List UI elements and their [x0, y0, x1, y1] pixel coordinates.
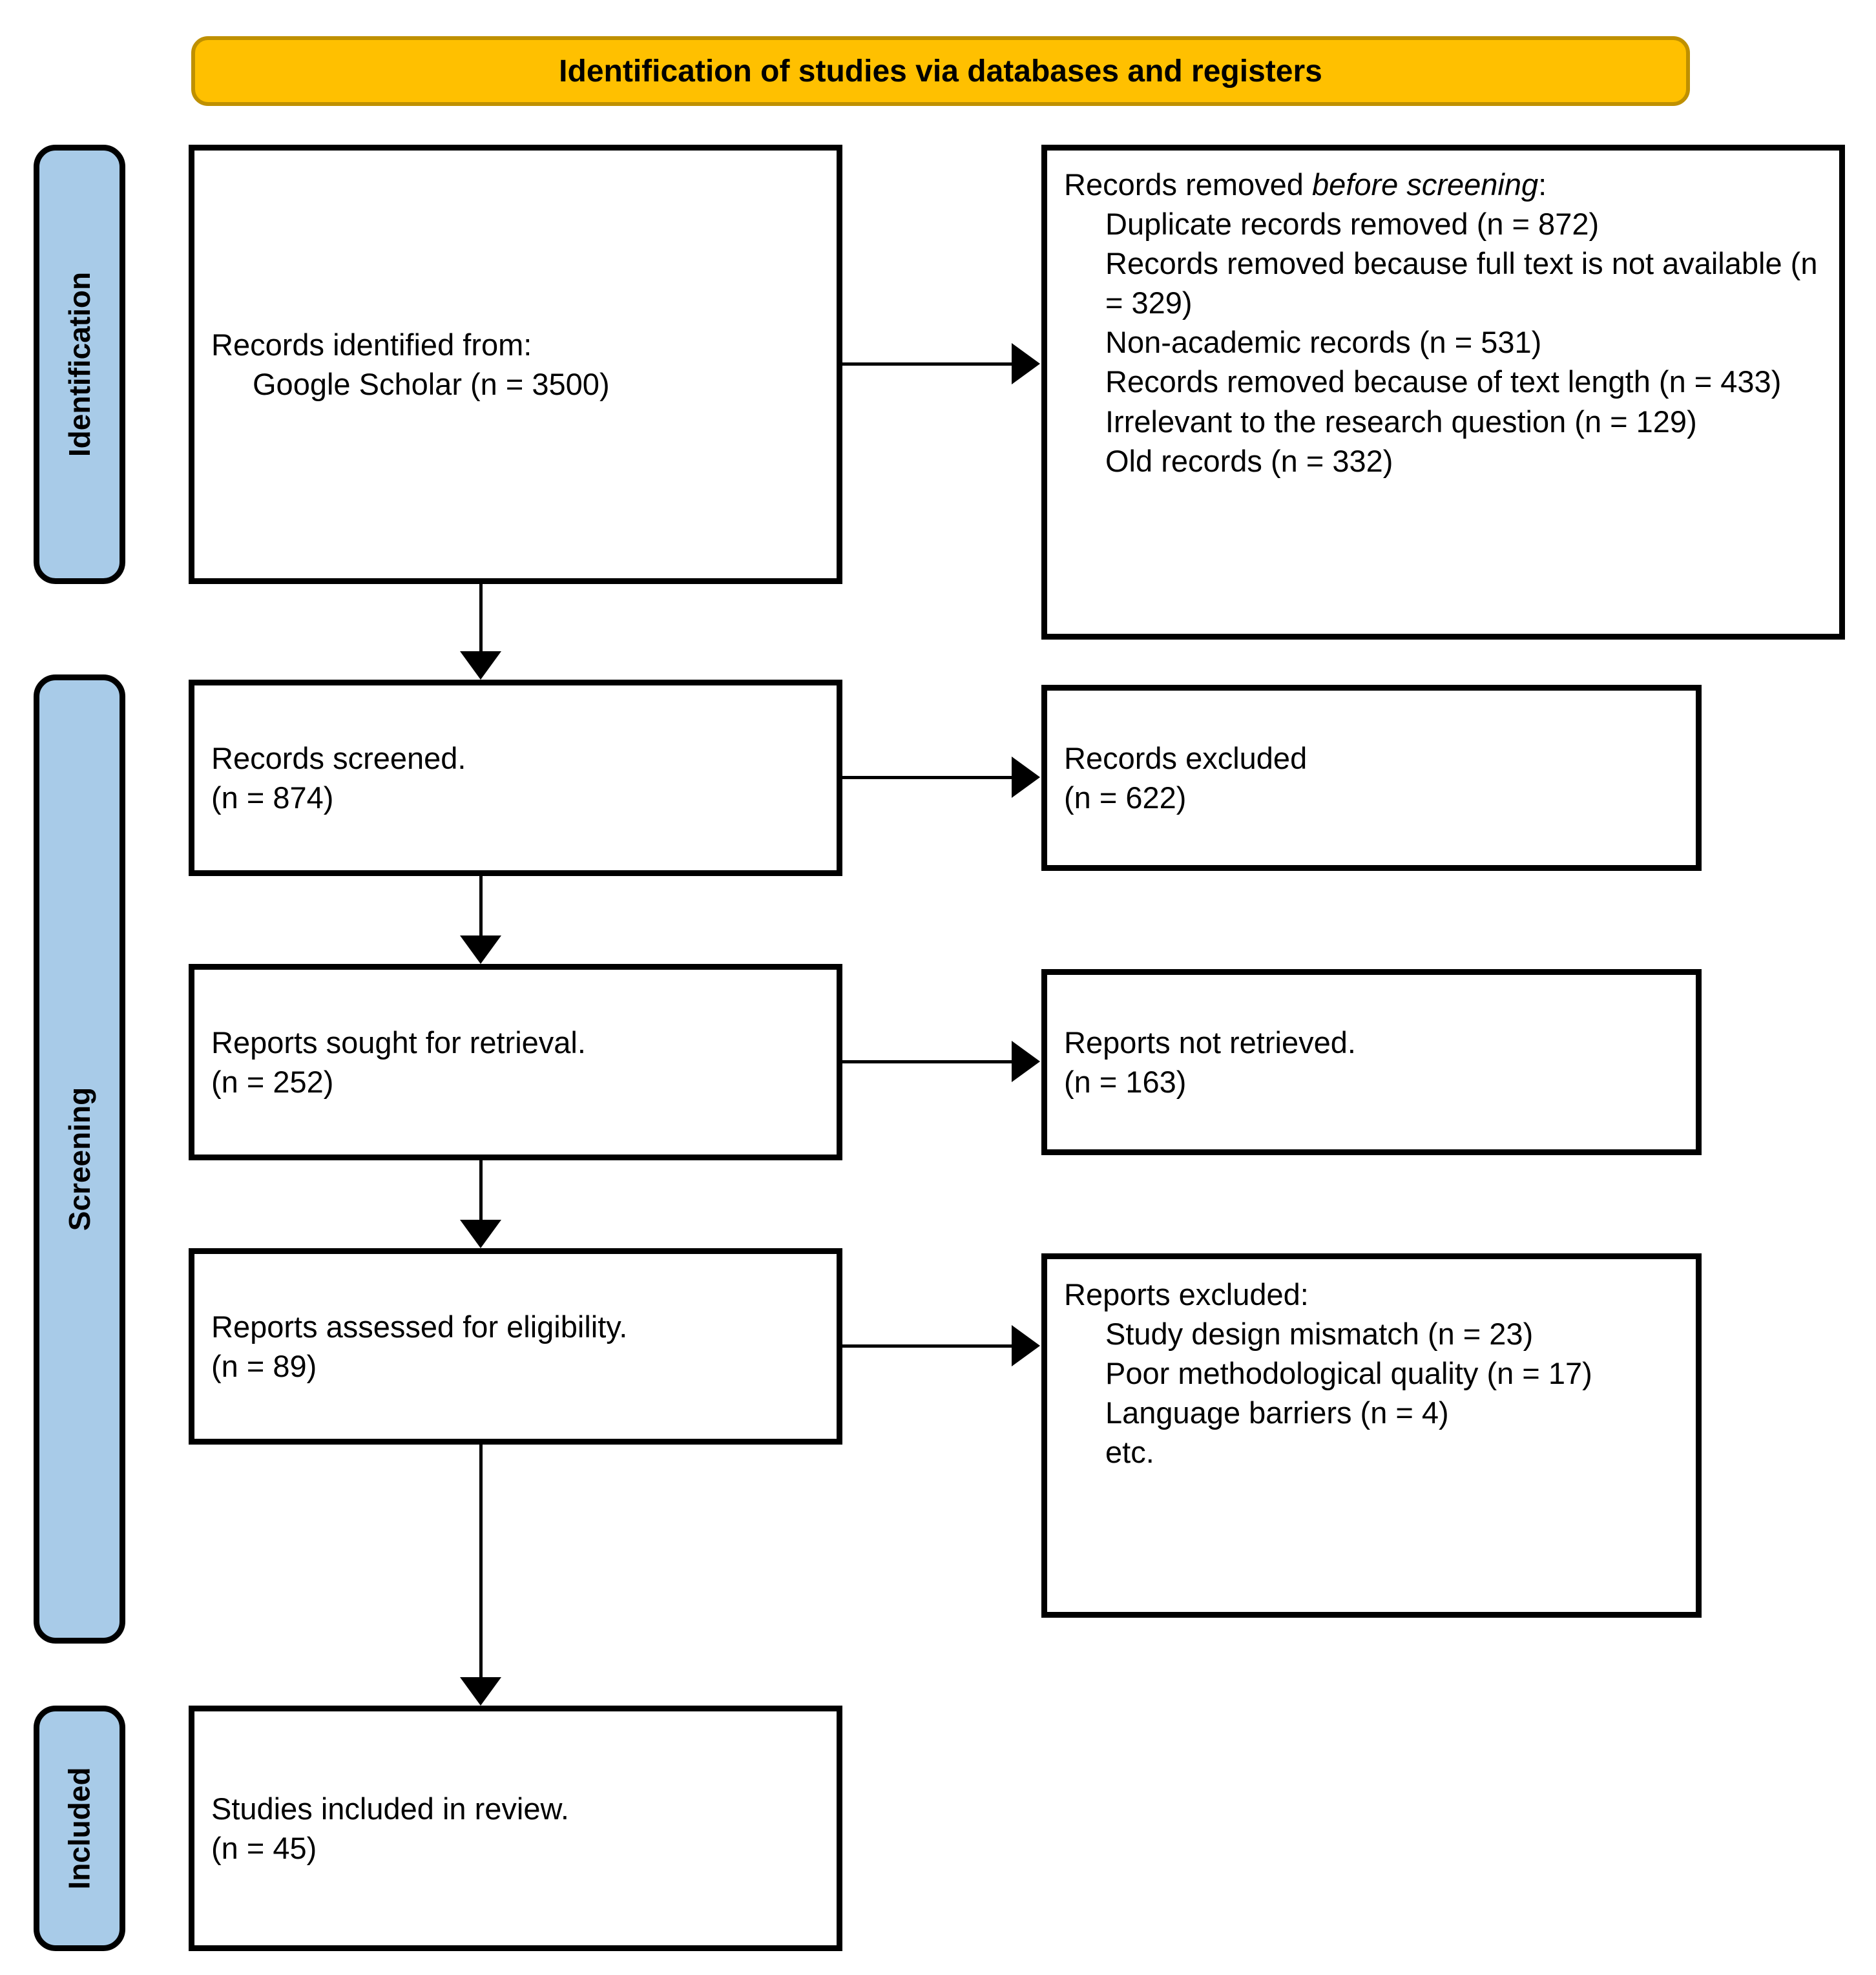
diagram-header-banner: Identification of studies via databases … — [191, 36, 1690, 106]
reports-sought-line1: Reports sought for retrieval. — [211, 1025, 586, 1060]
arrowhead-screened-to-excluded-icon — [1012, 757, 1040, 798]
arrowhead-screened-to-sought-icon — [460, 935, 501, 964]
reports-excluded-item: Poor methodological quality (n = 17) — [1105, 1356, 1592, 1391]
connector-sought-to-not-retrieved — [842, 1060, 1013, 1063]
studies-included-line2: (n = 45) — [211, 1831, 317, 1865]
connector-screened-to-sought — [479, 876, 483, 938]
reports-assessed-line1: Reports assessed for eligibility. — [211, 1309, 628, 1344]
connector-assessed-to-reports-excluded — [842, 1344, 1013, 1348]
records-removed-item: Non-academic records (n = 531) — [1105, 325, 1542, 360]
reports-excluded-item: etc. — [1105, 1435, 1154, 1470]
box-records-removed-before-screening: Records removed before screening: Duplic… — [1041, 145, 1845, 640]
records-removed-heading-suffix: : — [1538, 167, 1547, 202]
stage-label-included-text: Included — [63, 1767, 96, 1890]
records-screened-line1: Records screened. — [211, 740, 466, 775]
arrowhead-sought-to-not-retrieved-icon — [1012, 1041, 1040, 1082]
reports-excluded-item: Study design mismatch (n = 23) — [1105, 1317, 1534, 1352]
records-identified-line1: Records identified from: — [211, 327, 532, 362]
box-reports-not-retrieved: Reports not retrieved. (n = 163) — [1041, 969, 1702, 1155]
connector-assessed-to-included — [479, 1445, 483, 1680]
records-removed-item: Old records (n = 332) — [1105, 443, 1393, 478]
records-removed-item: Irrelevant to the research question (n =… — [1105, 404, 1697, 439]
studies-included-line1: Studies included in review. — [211, 1791, 569, 1826]
arrowhead-sought-to-assessed-icon — [460, 1220, 501, 1248]
records-removed-item: Records removed because full text is not… — [1105, 246, 1818, 320]
records-removed-heading: Records removed before screening: — [1064, 165, 1822, 204]
records-removed-item: Records removed because of text length (… — [1105, 364, 1782, 399]
box-reports-assessed-for-eligibility: Reports assessed for eligibility. (n = 8… — [189, 1248, 842, 1445]
records-excluded-line1: Records excluded — [1064, 740, 1308, 775]
records-removed-item: Duplicate records removed (n = 872) — [1105, 207, 1600, 242]
box-studies-included-in-review: Studies included in review. (n = 45) — [189, 1706, 842, 1951]
reports-sought-line2: (n = 252) — [211, 1065, 334, 1099]
box-records-excluded: Records excluded (n = 622) — [1041, 685, 1702, 871]
arrowhead-assessed-to-included-icon — [460, 1677, 501, 1706]
records-removed-heading-italic: before screening — [1312, 167, 1539, 202]
reports-excluded-item: Language barriers (n = 4) — [1105, 1395, 1449, 1430]
reports-assessed-line2: (n = 89) — [211, 1349, 317, 1383]
records-removed-heading-prefix: Records removed — [1064, 167, 1312, 202]
box-records-screened: Records screened. (n = 874) — [189, 680, 842, 876]
stage-label-identification: Identification — [34, 145, 125, 584]
box-reports-sought-for-retrieval: Reports sought for retrieval. (n = 252) — [189, 964, 842, 1160]
stage-label-screening: Screening — [34, 674, 125, 1644]
connector-identified-to-removed — [842, 362, 1013, 366]
stage-label-included: Included — [34, 1706, 125, 1951]
records-screened-line2: (n = 874) — [211, 780, 334, 815]
reports-not-retrieved-line1: Reports not retrieved. — [1064, 1025, 1356, 1060]
connector-screened-to-excluded — [842, 776, 1013, 779]
reports-not-retrieved-line2: (n = 163) — [1064, 1065, 1187, 1099]
box-records-identified: Records identified from: Google Scholar … — [189, 145, 842, 584]
box-reports-excluded-detail: Reports excluded: Study design mismatch … — [1041, 1253, 1702, 1618]
reports-excluded-heading: Reports excluded: — [1064, 1277, 1309, 1311]
arrowhead-identified-to-removed-icon — [1012, 343, 1040, 384]
stage-label-screening-text: Screening — [63, 1087, 97, 1231]
page-title: Identification of studies via databases … — [559, 54, 1322, 89]
records-identified-line2: Google Scholar (n = 3500) — [253, 367, 610, 401]
connector-identified-to-screened — [479, 584, 483, 654]
records-excluded-line2: (n = 622) — [1064, 780, 1187, 815]
arrowhead-assessed-to-reports-excluded-icon — [1012, 1325, 1040, 1366]
connector-sought-to-assessed — [479, 1160, 483, 1222]
stage-label-identification-text: Identification — [63, 271, 97, 457]
arrowhead-identified-to-screened-icon — [460, 651, 501, 680]
